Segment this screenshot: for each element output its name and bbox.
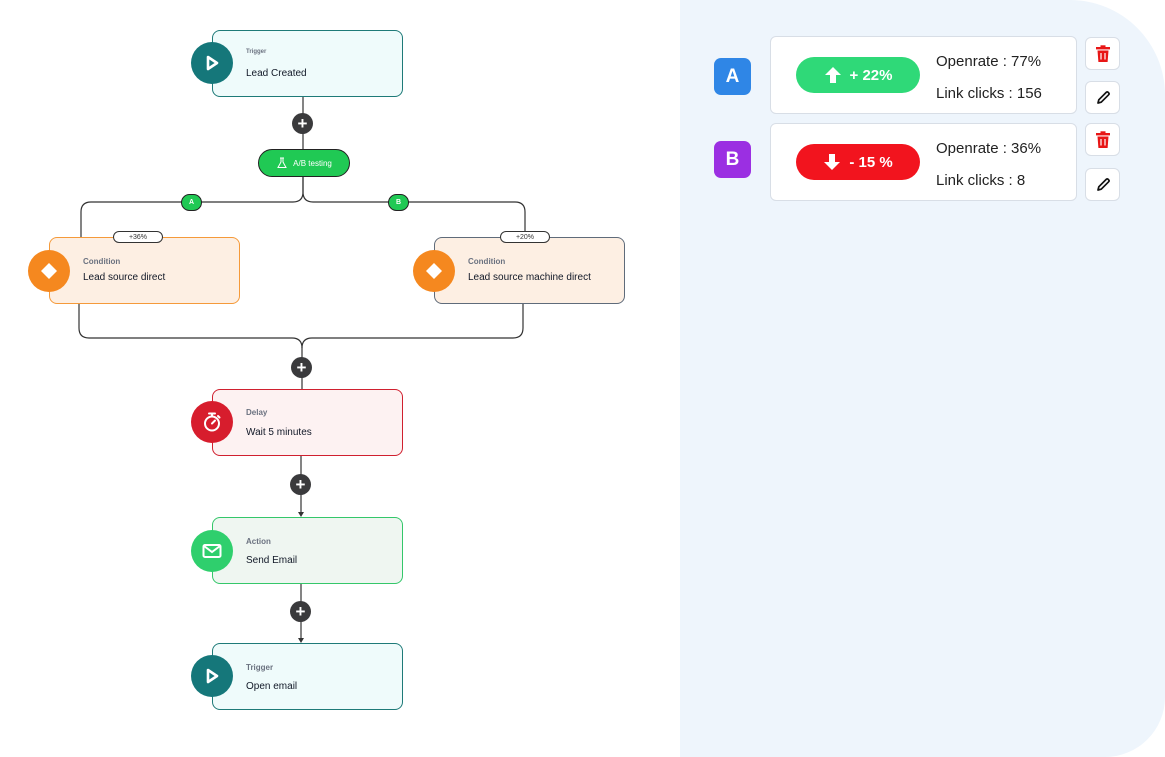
trigger-node-lead-created[interactable]: Trigger Lead Created <box>212 30 403 97</box>
variant-b-openrate: Openrate : 36% <box>936 140 1042 157</box>
node-title: Wait 5 minutes <box>246 427 312 438</box>
node-type: Trigger <box>246 49 267 55</box>
trash-icon <box>1095 130 1110 148</box>
node-title: Send Email <box>246 555 298 566</box>
variant-a-card: + 22% Openrate : 77% Link clicks : 156 <box>770 36 1077 114</box>
node-type: Delay <box>246 408 268 417</box>
add-step-button[interactable]: + <box>291 357 312 378</box>
variant-b-stat-value: - 15 % <box>849 153 893 171</box>
node-title: Open email <box>246 681 298 692</box>
node-type: Condition <box>83 257 121 266</box>
branch-a-percent: +36% <box>113 231 163 243</box>
variant-b-stat: - 15 % <box>796 144 920 180</box>
play-icon <box>191 42 233 84</box>
branch-b-percent: +20% <box>500 231 550 243</box>
add-step-button[interactable]: + <box>292 113 313 134</box>
variant-b-card: - 15 % Openrate : 36% Link clicks : 8 <box>770 123 1077 201</box>
arrow-up-icon <box>824 67 841 83</box>
node-title: Lead source machine direct <box>468 272 591 283</box>
node-title: Lead Created <box>246 68 307 79</box>
trigger-node-open-email[interactable]: Trigger Open email <box>212 643 403 710</box>
ab-testing-label: A/B testing <box>293 158 332 168</box>
node-type: Action <box>246 537 271 546</box>
condition-node-a[interactable]: Condition Lead source direct <box>49 237 240 304</box>
action-node-send-email[interactable]: Action Send Email <box>212 517 403 584</box>
node-title: Lead source direct <box>83 272 166 283</box>
variant-a-link-clicks: Link clicks : 156 <box>936 85 1042 102</box>
variant-b-link-clicks: Link clicks : 8 <box>936 172 1026 189</box>
play-icon <box>191 655 233 697</box>
add-step-button[interactable]: + <box>290 601 311 622</box>
diamond-icon <box>28 250 70 292</box>
flask-icon <box>277 157 287 168</box>
add-step-button[interactable]: + <box>290 474 311 495</box>
diamond-icon <box>413 250 455 292</box>
pencil-icon <box>1096 90 1110 104</box>
variant-b-label: B <box>714 141 751 178</box>
variant-a-label: A <box>714 58 751 95</box>
arrow-down-icon <box>824 154 841 170</box>
branch-a-badge: A <box>181 194 202 211</box>
workflow-canvas: Trigger Lead Created + A/B testing A B C… <box>28 30 625 710</box>
variant-a-stat-value: + 22% <box>849 66 893 84</box>
mail-icon <box>191 530 233 572</box>
ab-results-panel: A + 22% Openrate : 77% Link clicks : 156… <box>680 0 1165 757</box>
edit-variant-b-button[interactable] <box>1085 168 1120 201</box>
pencil-icon <box>1096 177 1110 191</box>
trash-icon <box>1095 44 1110 62</box>
stopwatch-icon <box>191 401 233 443</box>
edit-variant-a-button[interactable] <box>1085 81 1120 114</box>
branch-b-badge: B <box>388 194 409 211</box>
node-type: Condition <box>468 257 506 266</box>
delay-node[interactable]: Delay Wait 5 minutes <box>212 389 403 456</box>
variant-a-stat: + 22% <box>796 57 920 93</box>
condition-node-b[interactable]: Condition Lead source machine direct <box>434 237 625 304</box>
delete-variant-a-button[interactable] <box>1085 37 1120 70</box>
ab-testing-node[interactable]: A/B testing <box>258 149 350 177</box>
delete-variant-b-button[interactable] <box>1085 123 1120 156</box>
node-type: Trigger <box>246 663 274 672</box>
variant-a-openrate: Openrate : 77% <box>936 53 1042 70</box>
